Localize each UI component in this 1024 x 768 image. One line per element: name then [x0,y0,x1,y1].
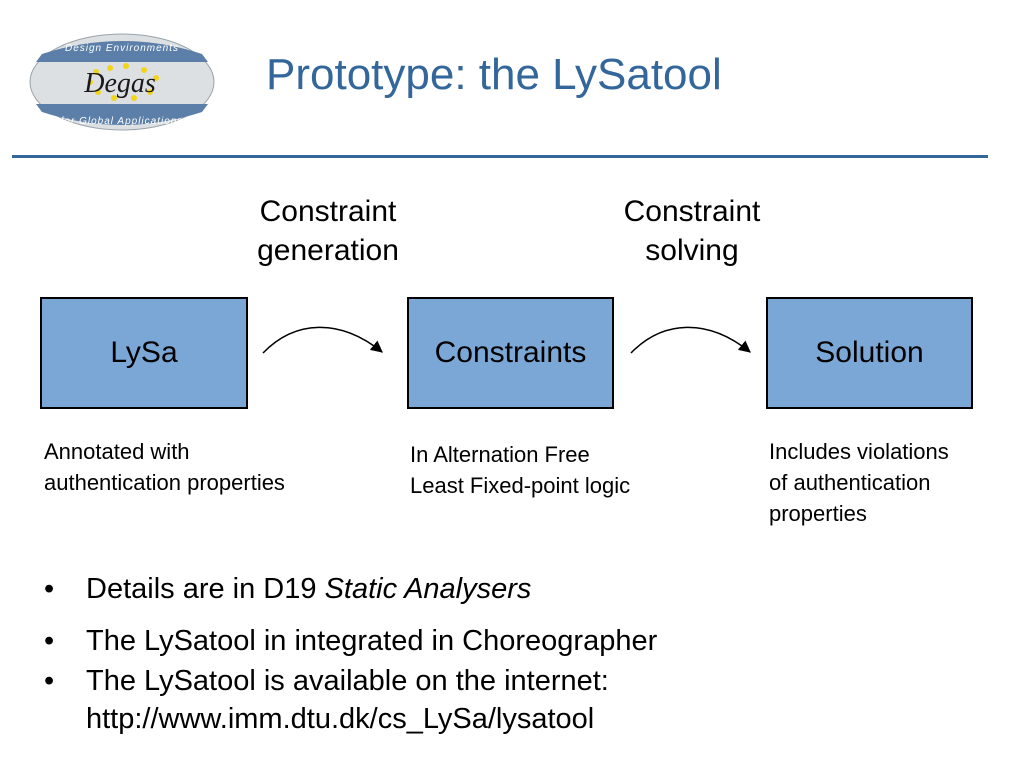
description-line: Includes violations [769,439,949,464]
logo-center-text: Degas [83,68,156,99]
bullet-marker: • [44,665,55,697]
bullet-text: Details are in D19 [86,573,325,605]
node-label: Constraints [434,336,587,369]
description-line: Least Fixed-point logic [410,473,631,498]
step-label-line: Constraint [623,195,761,228]
bullet-marker: • [44,625,55,657]
bullet-marker: • [44,573,55,605]
page-title: Prototype: the LySatool [266,50,722,99]
bullet-item: • The LySatool is available on the inter… [44,662,1004,738]
node-lysa: LySa [40,297,248,409]
logo-stars-icon [87,63,159,101]
step-label-line: generation [257,234,399,267]
logo-bottom-text: for Global Applications [61,116,184,127]
node-description-lysa: Annotated with authentication properties [44,436,344,498]
description-line: authentication properties [44,470,285,495]
step-label-line: Constraint [259,195,397,228]
node-label: LySa [110,336,178,369]
step-label-line: solving [645,234,739,267]
description-line: In Alternation Free [410,442,590,467]
logo-top-text: Design Environments [65,43,179,54]
title-divider [12,155,988,158]
arrow-solving [630,326,751,354]
step-label-solving: Constraint solving [592,192,792,270]
bullet-text: The LySatool in integrated in Choreograp… [86,625,658,657]
description-line: Annotated with [44,439,190,464]
arrow-generation [262,326,383,354]
bullet-item: • Details are in D19 Static Analysers [44,570,1004,608]
description-line: of authentication [769,470,931,495]
description-line: properties [769,501,867,526]
node-description-constraints: In Alternation Free Least Fixed-point lo… [410,439,710,501]
degas-logo: Design Environments for Global Applicati… [29,33,215,131]
bullet-link-text: http://www.imm.dtu.dk/cs_LySa/lysatool [86,703,595,735]
node-constraints: Constraints [407,297,614,409]
step-label-generation: Constraint generation [228,192,428,270]
bullet-item: • The LySatool in integrated in Choreogr… [44,622,1004,660]
node-label: Solution [815,336,924,369]
bullet-list: • Details are in D19 Static Analysers • … [44,570,1004,738]
node-solution: Solution [766,297,973,409]
bullet-text-italic: Static Analysers [324,573,532,605]
node-description-solution: Includes violations of authentication pr… [769,436,1014,529]
bullet-text: The LySatool is available on the interne… [86,665,609,697]
